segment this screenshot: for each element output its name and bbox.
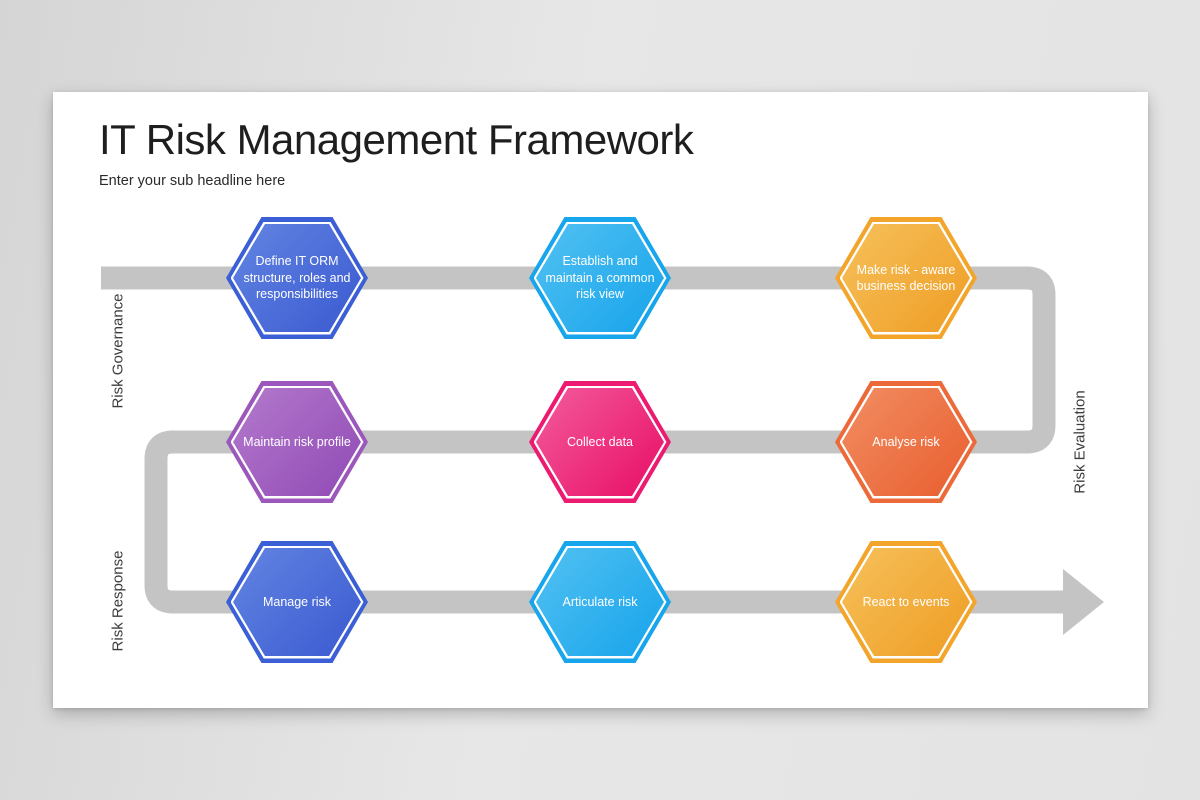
hexagon-label: Manage risk bbox=[262, 594, 332, 609]
hex-node-react-to-events: React to events bbox=[835, 541, 977, 663]
hex-node-collect-data: Collect data bbox=[529, 381, 671, 503]
hexagon-label: Maintain risk profile bbox=[243, 434, 351, 449]
hexagon-label: Define IT ORM structure, roles and respo… bbox=[243, 254, 351, 302]
hexagon-label: React to events bbox=[862, 594, 950, 609]
hexagon-label: Analyse risk bbox=[872, 434, 940, 449]
slide-canvas: IT Risk Management Framework Enter your … bbox=[53, 92, 1148, 708]
hexagon-label: Establish and maintain a common risk vie… bbox=[545, 254, 655, 302]
hex-node-articulate-risk: Articulate risk bbox=[529, 541, 671, 663]
lane-label-risk-governance: Risk Governance bbox=[109, 293, 127, 409]
arrowhead-icon bbox=[1063, 569, 1104, 635]
hexagon-label: Collect data bbox=[566, 434, 633, 449]
hexagon-label: Make risk - aware business decision bbox=[856, 262, 956, 294]
hex-node-analyse-risk: Analyse risk bbox=[835, 381, 977, 503]
hex-node-manage-risk: Manage risk bbox=[226, 541, 368, 663]
hex-node-make-risk-aware-decision: Make risk - aware business decision bbox=[835, 217, 977, 339]
slide-title: IT Risk Management Framework bbox=[99, 116, 694, 163]
hexagon-label: Articulate risk bbox=[562, 594, 638, 609]
hex-node-maintain-risk-profile: Maintain risk profile bbox=[226, 381, 368, 503]
hex-node-define-it-orm: Define IT ORM structure, roles and respo… bbox=[226, 217, 368, 339]
hex-node-establish-common-risk-view: Establish and maintain a common risk vie… bbox=[529, 217, 671, 339]
lane-label-risk-evaluation: Risk Evaluation bbox=[1071, 390, 1089, 494]
lane-label-risk-response: Risk Response bbox=[109, 550, 127, 652]
slide-subtitle: Enter your sub headline here bbox=[99, 173, 286, 189]
